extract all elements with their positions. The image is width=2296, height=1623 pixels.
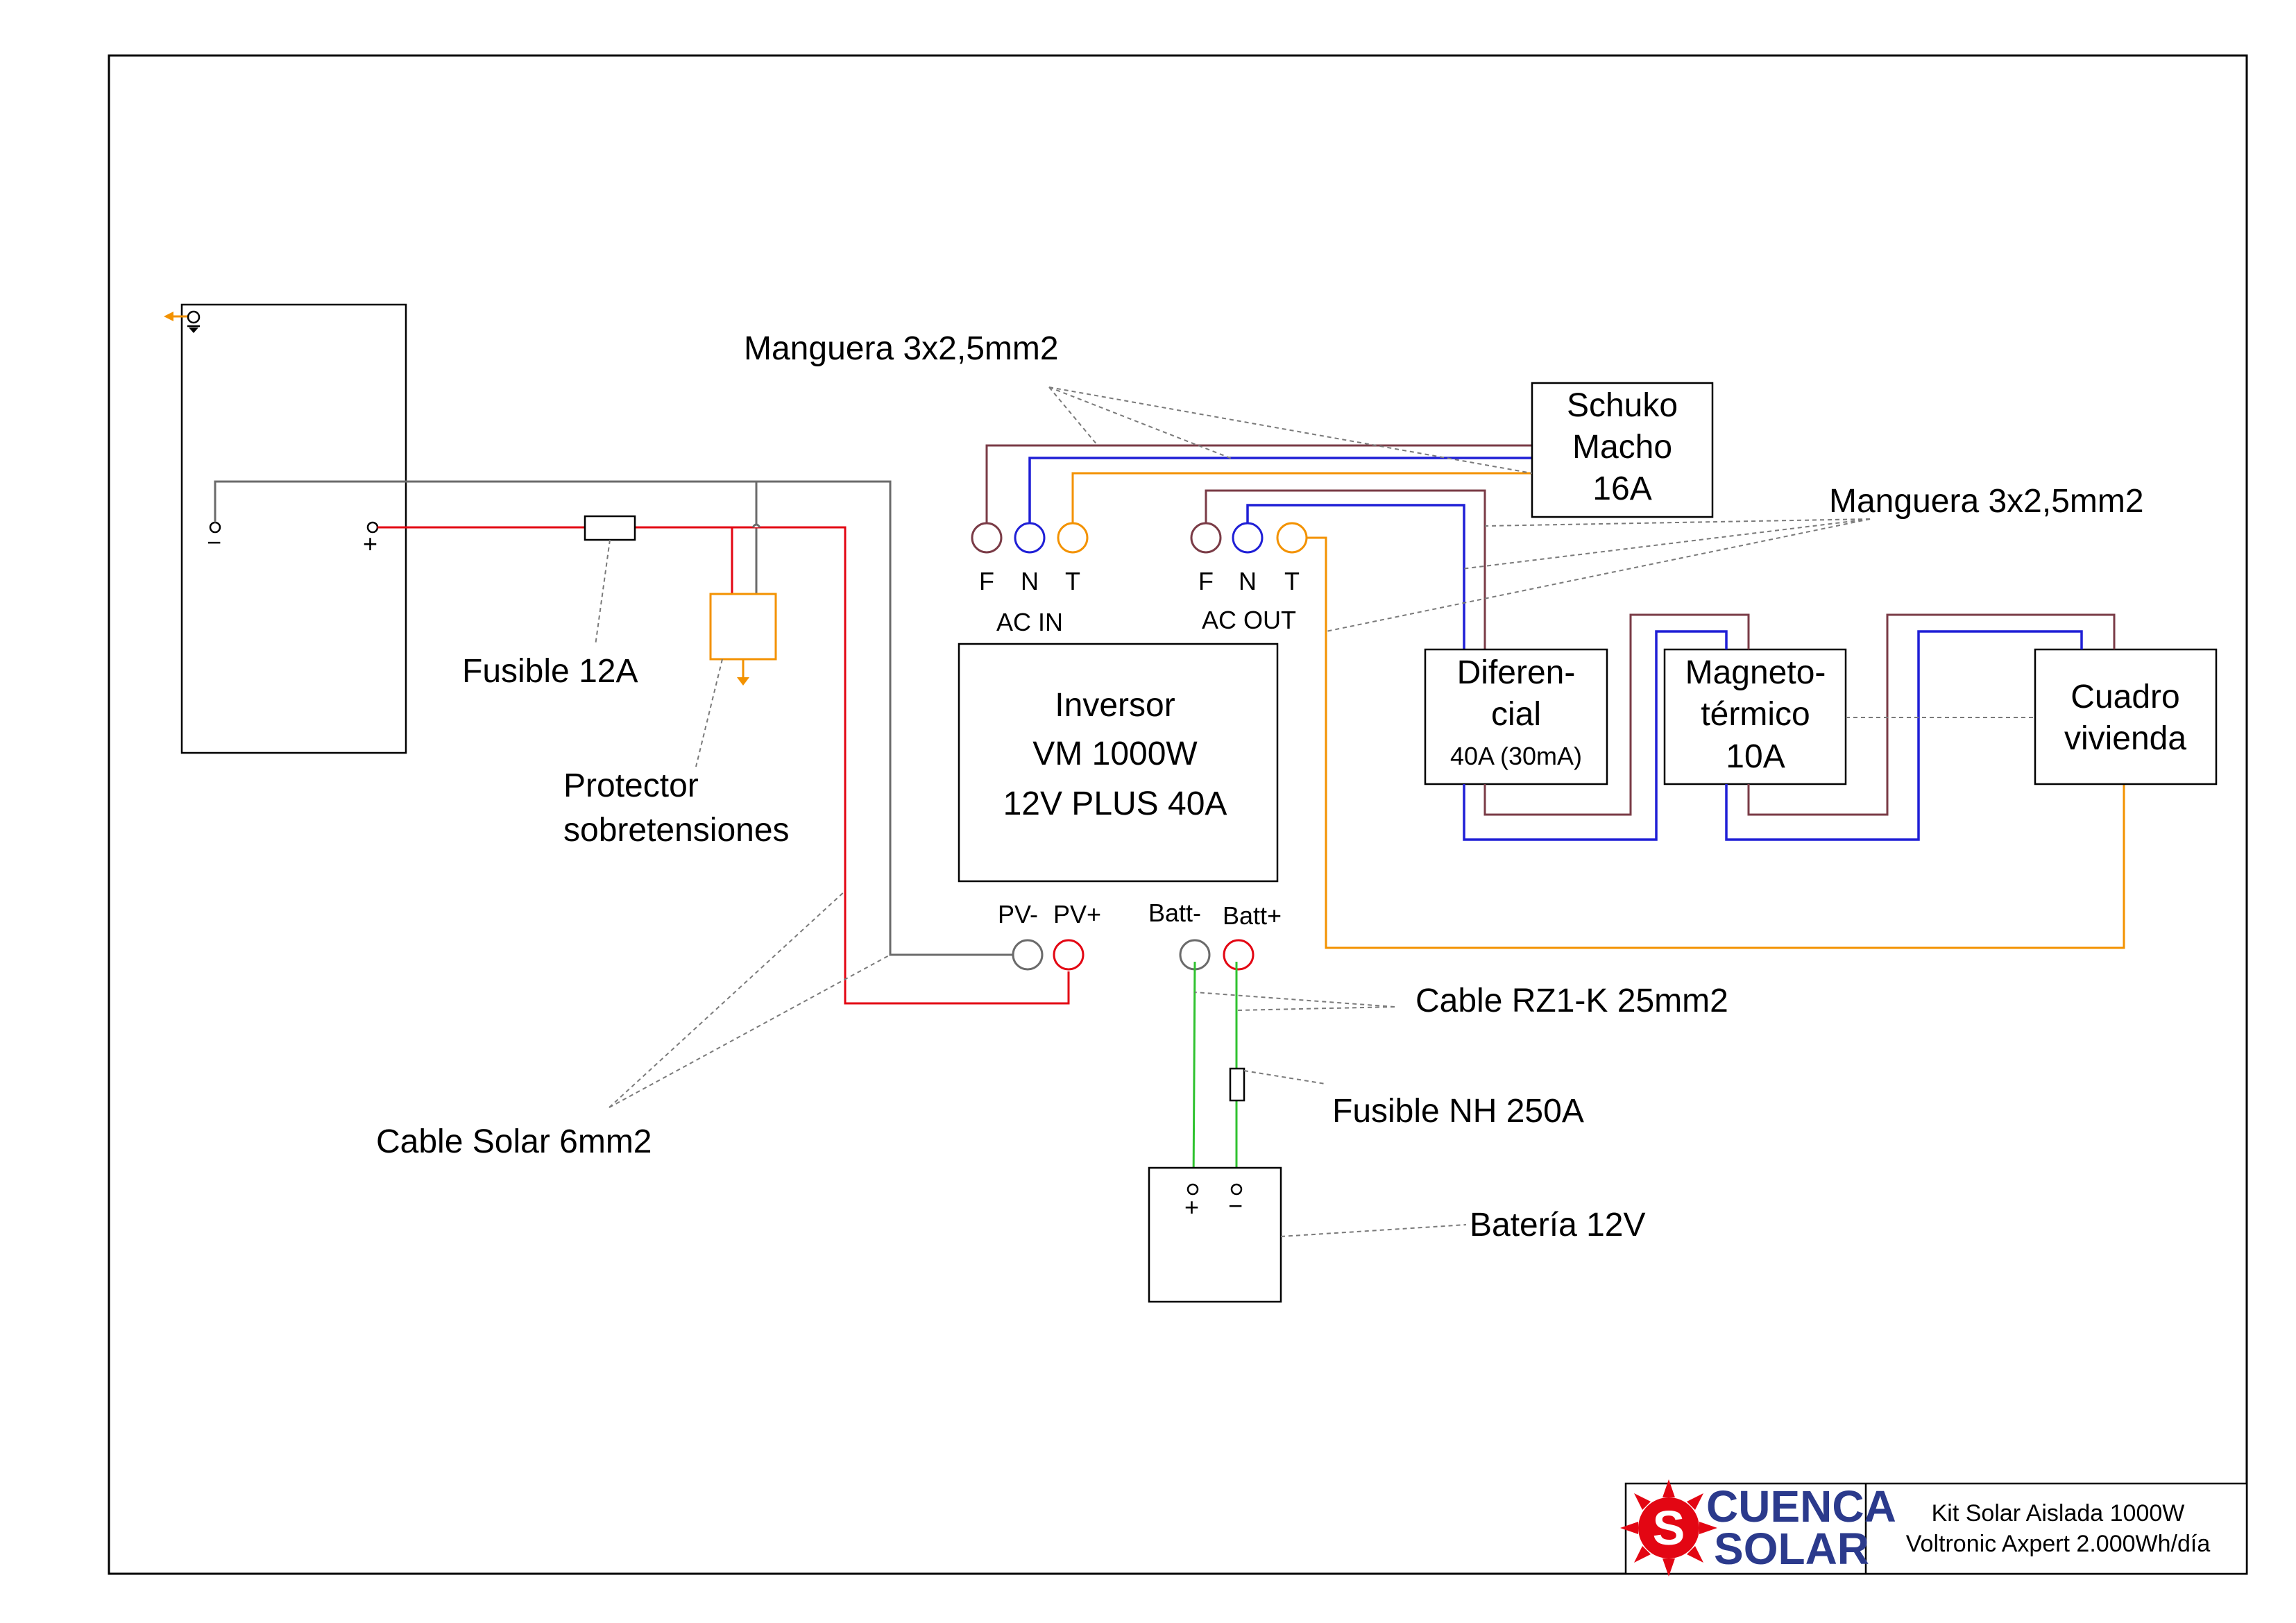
ac-in-n-terminal xyxy=(1014,522,1046,554)
inverter-box xyxy=(958,643,1279,883)
breaker-wiring xyxy=(1463,613,2116,841)
ac-out-wiring xyxy=(1205,489,2125,949)
panel-plus-label: + xyxy=(363,529,377,558)
ac-out-label: AC OUT xyxy=(1202,606,1296,634)
batt-minus-label: Batt- xyxy=(1148,899,1201,927)
cable-rz1k-label: Cable RZ1-K 25mm2 xyxy=(1415,983,1728,1019)
bateria-label: Batería 12V xyxy=(1470,1207,1646,1243)
cuenca-solar-logo: S CUENCA SOLAR xyxy=(1620,1479,1896,1577)
house-panel-line-1: Cuadro xyxy=(2070,679,2179,715)
inverter: Inversor VM 1000W 12V PLUS 40A PV- PV+ B… xyxy=(958,522,1308,971)
ac-in-f-terminal xyxy=(971,522,1003,554)
ac-in-wiring xyxy=(985,444,1532,523)
battery-box xyxy=(1148,1166,1282,1303)
ac-in-n-label: N xyxy=(1021,567,1039,595)
surge-protector-symbol xyxy=(709,593,777,661)
fuse-12a-symbol xyxy=(584,515,636,541)
circuit-breaker-line-2: térmico xyxy=(1701,696,1810,733)
fuse-nh-250a-symbol xyxy=(1229,1067,1245,1102)
inverter-line-2: VM 1000W xyxy=(1032,736,1198,772)
pv-plus-terminal xyxy=(1053,939,1085,971)
panel-minus-label: − xyxy=(207,528,221,556)
batt-plus-label: Batt+ xyxy=(1223,901,1282,930)
pv-plus-label: PV+ xyxy=(1053,900,1101,928)
battery: + − xyxy=(1148,961,1282,1303)
ac-out-f-label: F xyxy=(1198,567,1214,595)
differential-line-2: cial xyxy=(1491,696,1541,733)
leader-lines xyxy=(595,386,2035,1237)
batt-plus-terminal xyxy=(1223,939,1255,971)
svg-text:S: S xyxy=(1653,1501,1685,1555)
logo-text-top: CUENCA xyxy=(1706,1481,1896,1531)
battery-plus-label: + xyxy=(1184,1193,1199,1221)
house-panel-line-2: vivienda xyxy=(2064,720,2186,757)
manguera-label-top: Manguera 3x2,5mm2 xyxy=(744,330,1059,367)
pv-positive-wire xyxy=(377,526,1070,1005)
ac-in-t-label: T xyxy=(1065,567,1080,595)
protector-label-line-1: Protector xyxy=(563,767,699,804)
inverter-line-3: 12V PLUS 40A xyxy=(1003,785,1227,822)
solar-panel: − + xyxy=(164,303,407,754)
fusible-nh-label: Fusible NH 250A xyxy=(1332,1093,1584,1130)
ac-in-f-label: F xyxy=(979,567,994,595)
pv-negative-wire xyxy=(214,480,1026,956)
cable-solar-label: Cable Solar 6mm2 xyxy=(376,1123,652,1160)
ac-out-t-terminal xyxy=(1276,522,1308,554)
title-line-2: Voltronic Axpert 2.000Wh/día xyxy=(1906,1531,2211,1557)
schuko-plug: Schuko Macho 16A xyxy=(1531,382,1714,518)
differential-box xyxy=(1424,648,1608,785)
battery-negative-terminal xyxy=(1230,1183,1243,1196)
pv-minus-label: PV- xyxy=(998,900,1038,928)
battery-positive-terminal xyxy=(1187,1183,1199,1196)
fusible-12a-label: Fusible 12A xyxy=(462,653,638,690)
differential-breaker: Diferen- cial 40A (30mA) xyxy=(1424,648,1608,785)
schuko-line-3: 16A xyxy=(1592,470,1651,507)
battery-minus-label: − xyxy=(1228,1191,1243,1220)
differential-line-3: 40A (30mA) xyxy=(1450,742,1582,770)
title-line-1: Kit Solar Aislada 1000W xyxy=(1932,1500,2185,1527)
circuit-breaker-line-3: 10A xyxy=(1726,738,1785,775)
house-panel: Cuadro vivienda xyxy=(2034,648,2218,785)
ac-out-n-label: N xyxy=(1239,567,1257,595)
ac-in-t-terminal xyxy=(1057,522,1089,554)
manguera-label-right: Manguera 3x2,5mm2 xyxy=(1829,483,2144,520)
inverter-line-1: Inversor xyxy=(1055,687,1175,724)
schuko-line-1: Schuko xyxy=(1567,387,1678,424)
protector-label-line-2: sobretensiones xyxy=(563,812,790,849)
title-block: S CUENCA SOLAR Kit Solar Aislada 1000W V… xyxy=(1620,1479,2248,1577)
ac-out-n-terminal xyxy=(1232,522,1264,554)
circuit-breaker-box xyxy=(1663,648,1847,785)
circuit-breaker: Magneto- térmico 10A xyxy=(1663,648,1847,785)
circuit-breaker-line-1: Magneto- xyxy=(1685,654,1826,691)
ac-out-t-label: T xyxy=(1284,567,1300,595)
ac-out-f-terminal xyxy=(1190,522,1222,554)
drawing-frame xyxy=(108,54,2248,1575)
pv-wiring xyxy=(214,480,1070,1005)
house-panel-box xyxy=(2034,648,2218,785)
schuko-box xyxy=(1531,382,1714,518)
ac-in-label: AC IN xyxy=(996,608,1063,636)
schuko-line-2: Macho xyxy=(1572,429,1672,466)
differential-line-1: Diferen- xyxy=(1457,654,1576,691)
pv-minus-terminal xyxy=(1012,939,1044,971)
title-block-frame xyxy=(1624,1482,2248,1575)
logo-text-bottom: SOLAR xyxy=(1714,1524,1869,1574)
